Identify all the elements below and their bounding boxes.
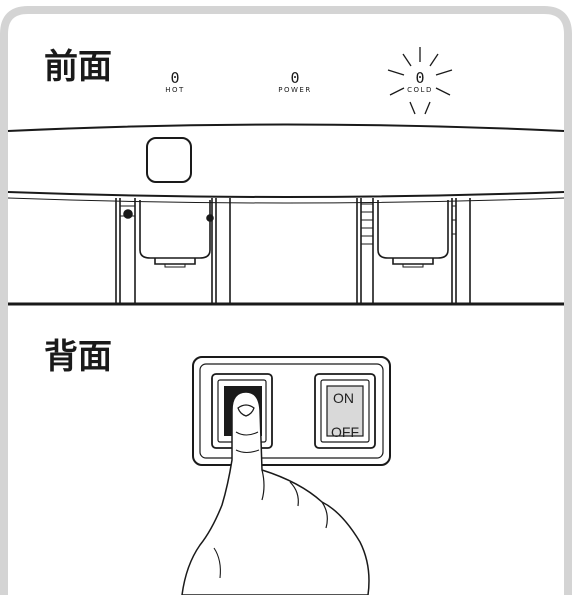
switch-off-label: OFF — [331, 424, 359, 440]
power-switch-plate — [192, 356, 391, 466]
cold-indicator-digit: 0 — [415, 69, 425, 87]
power-indicator-label: POWER — [278, 86, 312, 94]
light-rays-icon — [387, 47, 453, 115]
outer-frame — [0, 6, 572, 595]
power-indicator: 0 POWER — [270, 70, 320, 95]
hand-pointer-icon — [181, 391, 370, 595]
left-tap — [115, 198, 231, 304]
switch-on-label: ON — [333, 390, 354, 406]
front-section-title: 前面 — [44, 47, 112, 87]
cold-indicator: 0 COLD — [400, 70, 440, 95]
hot-indicator-label: HOT — [165, 86, 185, 94]
back-section-title: 背面 — [44, 337, 112, 377]
hot-indicator-digit: 0 — [170, 69, 180, 87]
cold-indicator-label: COLD — [407, 86, 433, 94]
hot-indicator: 0 HOT — [155, 70, 195, 95]
front-panel — [7, 123, 565, 304]
touch-button-icon — [146, 137, 192, 183]
power-indicator-digit: 0 — [290, 69, 300, 87]
right-tap — [356, 198, 471, 304]
